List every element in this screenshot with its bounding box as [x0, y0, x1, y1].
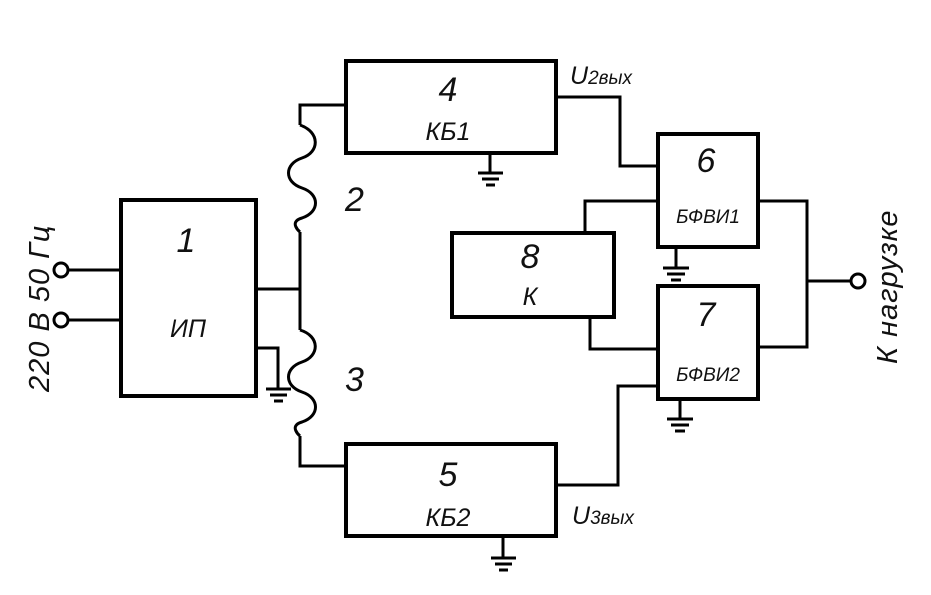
kb1-to-bfvi1-wire — [556, 95, 658, 168]
u3-output-label: U3вых — [572, 502, 636, 530]
block-7-bfvi2: 7 БФВИ2 — [656, 284, 760, 401]
input-terminals — [52, 261, 121, 329]
block-8-k: 8 К — [450, 231, 616, 319]
block-4-name: КБ1 — [426, 118, 471, 146]
coil-2-icon — [287, 123, 317, 234]
output-terminal — [849, 272, 867, 290]
block-1-name: ИП — [170, 315, 207, 343]
block-6-bfvi1: 6 БФВИ1 — [656, 132, 760, 249]
block-4-kb1: 4 КБ1 — [344, 59, 558, 155]
block-5-name: КБ2 — [426, 504, 471, 532]
ground-icon — [266, 387, 291, 403]
block-1-power-supply: 1 ИП — [119, 198, 258, 398]
k-to-bfvi1-wire — [583, 199, 658, 233]
block-4-number: 4 — [439, 71, 458, 109]
coil-3-icon — [287, 328, 317, 438]
input-voltage-label: 220 В 50 Гц — [24, 224, 56, 393]
block-6-name: БФВИ1 — [676, 207, 740, 228]
input-terminal-2 — [52, 311, 70, 329]
block-8-name: К — [523, 283, 539, 311]
input-terminal-1 — [52, 261, 70, 279]
psu-ground-wire — [256, 346, 280, 388]
ground-icon — [667, 417, 693, 433]
ground-icon — [663, 266, 689, 282]
output-bus-wire — [758, 199, 809, 349]
block-5-number: 5 — [439, 456, 458, 494]
ground-icon — [491, 556, 516, 572]
block-5-kb2: 5 КБ2 — [344, 442, 558, 538]
kb2-to-bfvi2-wire — [556, 384, 658, 487]
ground-icon — [478, 171, 503, 187]
coil-3-bottom-lead — [298, 436, 346, 468]
block-7-name: БФВИ2 — [676, 365, 740, 386]
coil-2-label: 2 — [344, 181, 364, 219]
coil-2-top-lead — [298, 103, 346, 125]
coil-3-label: 3 — [345, 361, 364, 399]
k-to-bfvi2-wire — [588, 317, 658, 351]
output-load-label: К нагрузке — [872, 209, 904, 364]
block-6-number: 6 — [697, 142, 716, 180]
block-8-number: 8 — [521, 238, 540, 276]
block-7-number: 7 — [697, 296, 717, 334]
block-1-number: 1 — [177, 222, 196, 260]
u2-output-label: U2вых — [570, 62, 634, 90]
